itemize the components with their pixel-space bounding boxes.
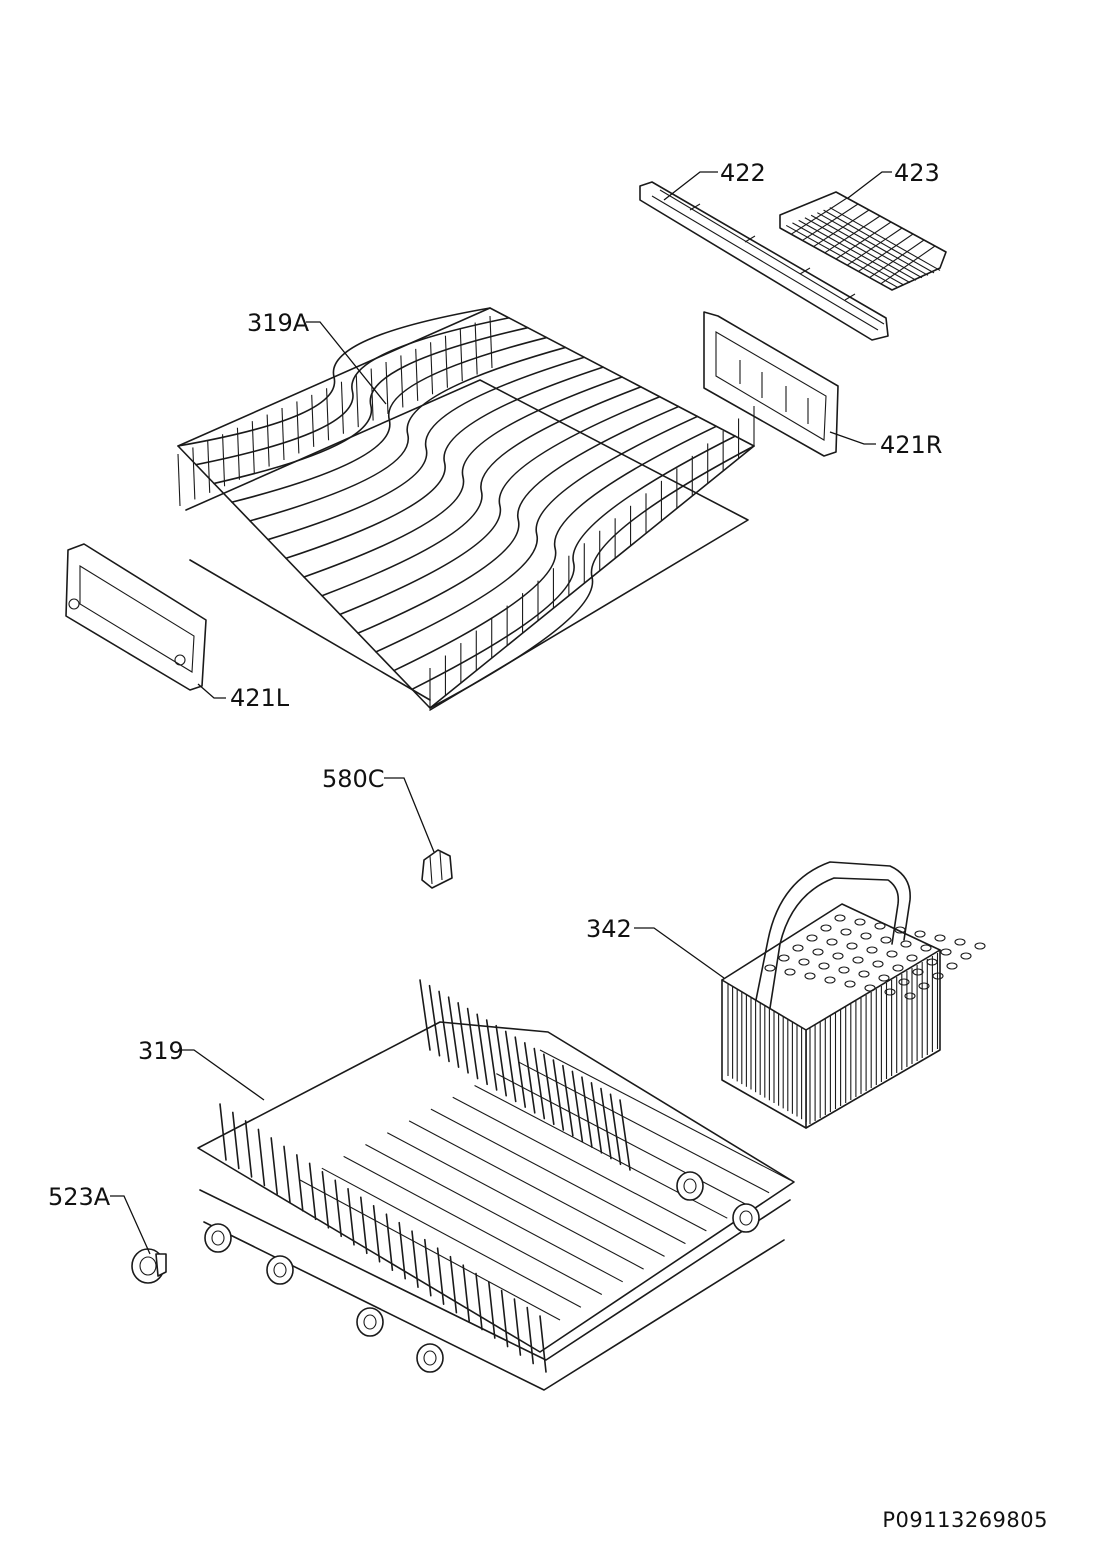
leader-421L xyxy=(197,683,226,699)
leader-423 xyxy=(847,171,892,199)
leader-422 xyxy=(663,171,718,201)
part-580C-clip xyxy=(421,849,453,889)
part-423-tray xyxy=(779,191,947,291)
leader-342 xyxy=(634,927,725,979)
callout-580C: 580C xyxy=(322,765,385,793)
leader-319 xyxy=(178,1049,265,1101)
leader-580C xyxy=(384,777,435,853)
callout-421R: 421R xyxy=(880,431,943,459)
callout-421L: 421L xyxy=(230,684,290,712)
leader-421R xyxy=(829,431,876,445)
callout-423: 423 xyxy=(894,159,940,187)
callout-342: 342 xyxy=(586,915,632,943)
leader-523A xyxy=(110,1195,151,1255)
callout-319: 319 xyxy=(138,1037,184,1065)
leader-319A xyxy=(306,321,387,405)
leader-lines xyxy=(110,171,892,1255)
part-422-rail xyxy=(639,181,889,341)
callout-422: 422 xyxy=(720,159,766,187)
callout-523A: 523A xyxy=(48,1183,111,1211)
callout-319A: 319A xyxy=(247,309,310,337)
part-421R-holder xyxy=(703,311,839,457)
document-code: P09113269805 xyxy=(882,1508,1048,1532)
part-319A-upper-basket xyxy=(177,307,755,711)
part-319-lower-basket xyxy=(197,979,795,1391)
part-523A-wheel xyxy=(131,1248,167,1284)
part-421L-holder xyxy=(65,543,207,691)
part-342-cutlery-basket xyxy=(721,861,986,1129)
